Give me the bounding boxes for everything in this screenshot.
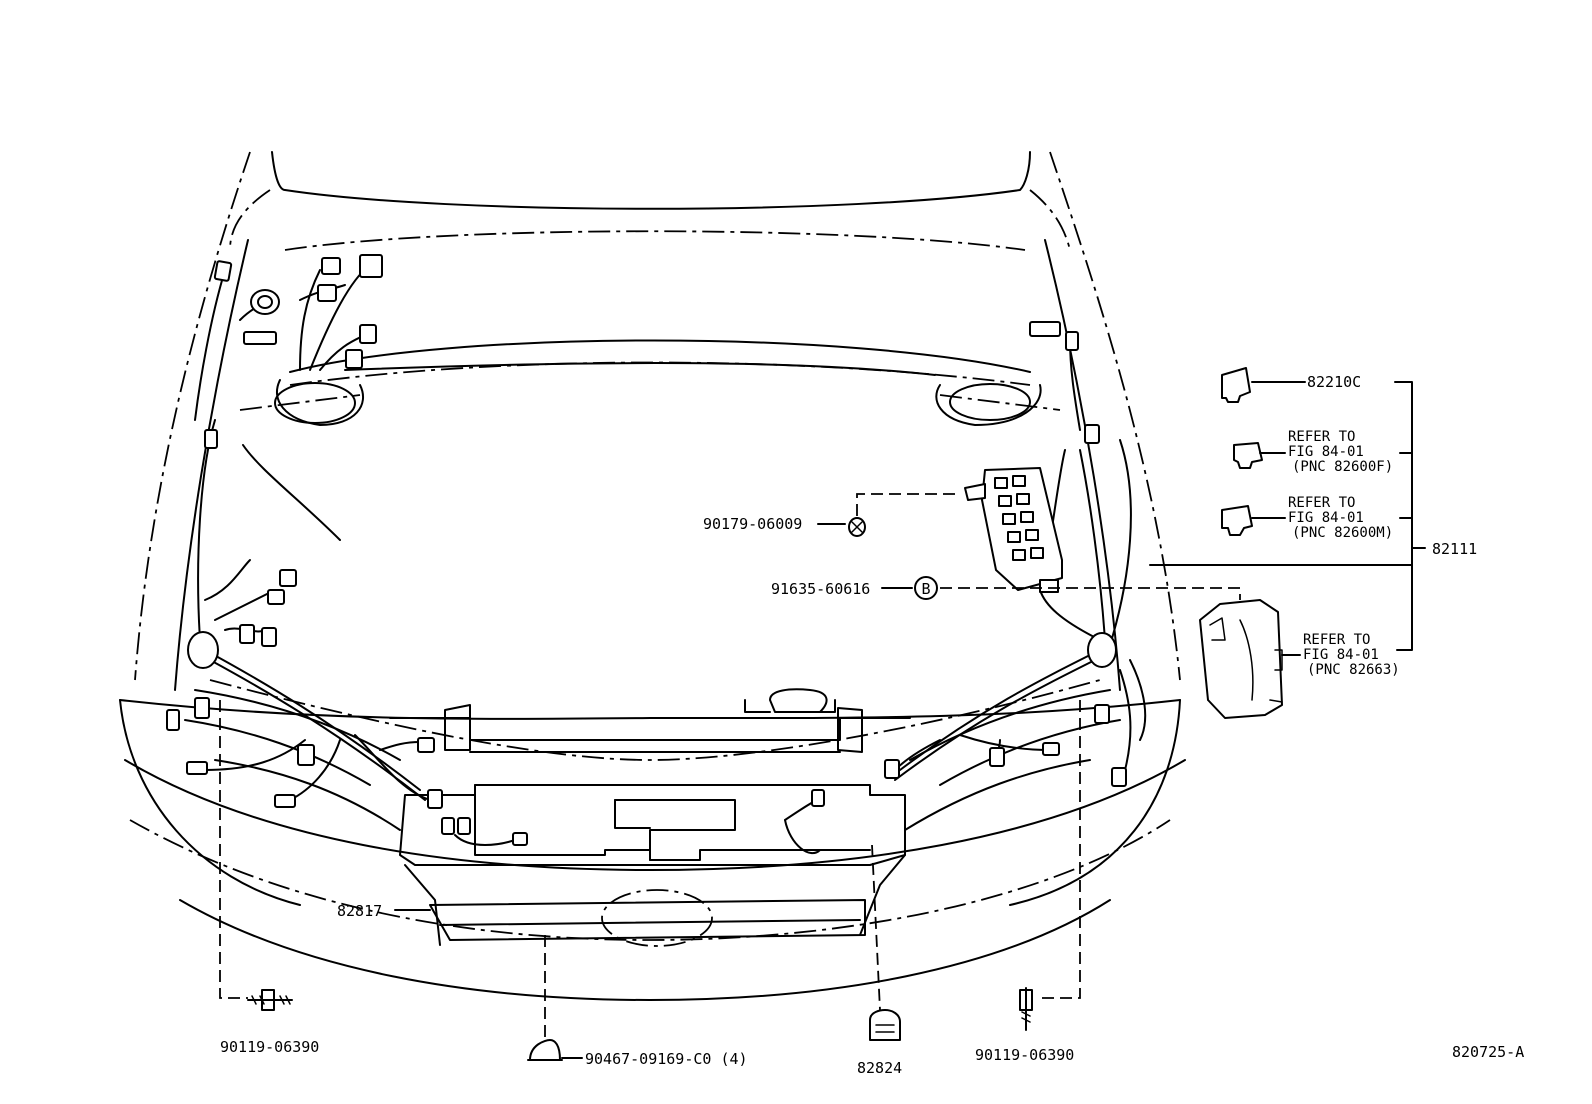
relay-block <box>964 467 1063 593</box>
bolt-icon-90119-right <box>1019 987 1033 1031</box>
label-90119-06390-left: 90119-06390 <box>220 1038 319 1056</box>
car-body-outline <box>119 151 1186 1001</box>
label-ref-82600f-line3: (PNC 82600F) <box>1292 459 1393 475</box>
label-90467-09169-c0: 90467-09169-C0 (4) <box>585 1050 748 1068</box>
part-icon-82663 <box>1199 599 1283 719</box>
label-90179-06009: 90179-06009 <box>703 515 802 533</box>
label-82817: 82817 <box>337 902 382 920</box>
label-82111: 82111 <box>1432 540 1477 558</box>
clip-icon-90467 <box>527 1039 563 1061</box>
label-ref-82600f-line2: FIG 84-01 <box>1288 444 1364 460</box>
bolt-icon-90119-left <box>247 989 293 1011</box>
label-91635-60616: 91635-60616 <box>771 580 870 598</box>
leader-lines <box>219 381 1426 1059</box>
grommet-icon-82824 <box>869 1009 901 1041</box>
b-marker-label: B <box>921 580 930 598</box>
label-90119-06390-right: 90119-06390 <box>975 1046 1074 1064</box>
label-82210c: 82210C <box>1307 373 1361 391</box>
bolt-icon-90179 <box>848 517 866 537</box>
label-82824: 82824 <box>857 1059 902 1077</box>
part-labels: 82210C REFER TO FIG 84-01 (PNC 82600F) R… <box>220 373 1524 1077</box>
part-icon-82600f <box>1233 442 1263 469</box>
part-icon-82210c <box>1221 367 1251 403</box>
label-ref-82600m-line1: REFER TO <box>1288 495 1355 511</box>
harness-connectors <box>166 254 1127 846</box>
label-ref-82600m-line2: FIG 84-01 <box>1288 510 1364 526</box>
label-ref-82663-line2: FIG 84-01 <box>1303 647 1379 663</box>
label-ref-82600m-line3: (PNC 82600M) <box>1292 525 1393 541</box>
b-marker: B <box>914 576 938 600</box>
figure-code: 820725-A <box>1452 1043 1524 1061</box>
part-icon-82600m <box>1221 505 1253 536</box>
label-ref-82600f-line1: REFER TO <box>1288 429 1355 445</box>
wire-harness-82111 <box>187 264 1147 855</box>
label-ref-82663-line1: REFER TO <box>1303 632 1370 648</box>
label-ref-82663-line3: (PNC 82663) <box>1307 662 1400 678</box>
